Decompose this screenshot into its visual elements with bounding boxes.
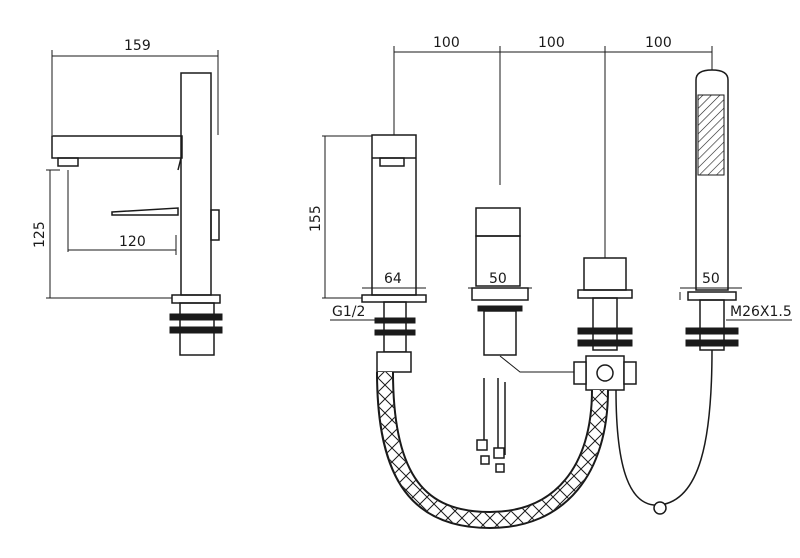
hose-braid [378,371,607,528]
dim-label-spacing-2: 100 [538,35,565,51]
washer [374,329,416,336]
diverter-handle [583,257,627,291]
dim-label-spout-length: 159 [124,38,151,54]
dim-label-thread-shower: M26X1.5 [730,304,792,320]
pipe-fitting [493,447,505,459]
hose-weight [653,501,667,515]
valve-body [475,235,521,287]
shower-base [687,291,737,301]
hose-nut [376,351,412,373]
column-body [180,72,212,296]
side-knob [210,209,220,241]
washer [685,339,739,347]
shower-spray-face [697,94,725,176]
dim-label-base-shower: 50 [702,271,720,287]
base-plate [171,294,221,304]
tee-port [623,361,637,385]
side-view: 159 125 120 [32,38,223,356]
washer [577,327,633,335]
dim-label-reach: 120 [119,234,146,250]
valve-shank [483,310,517,356]
dim-label-spacing-3: 100 [645,35,672,51]
pipe-fitting [480,455,490,465]
pipe-fitting [495,463,505,473]
inlet-shank [383,301,407,353]
column-edge [177,157,182,171]
dim-label-height-left: 125 [32,221,48,248]
diverter-front-view [573,257,637,391]
valve-base-plate [471,287,529,301]
dim-label-spacing-1: 100 [433,35,460,51]
tee-port [573,361,587,385]
dim-label-tap-height: 155 [308,205,324,232]
washer [685,327,739,335]
spout-aerator [57,157,79,167]
hand-shower-view: 50 M26X1.5 [615,69,792,515]
washer [374,317,416,324]
spout-base-plate [361,294,427,303]
spout-body [51,135,183,159]
washer [577,339,633,347]
tee-outlet [596,364,614,382]
dim-label-thread-inlet: G1/2 [332,304,365,320]
spacing-dimensions: 100 100 100 [393,35,713,258]
diverter-base [577,289,633,299]
dim-label-base-valve: 50 [489,271,507,287]
pipe-fitting [476,439,488,451]
valve-front-view: 50 [468,207,575,473]
dim-label-base-spout: 64 [384,271,402,287]
nut-washer [169,313,223,321]
valve-handle [475,207,521,237]
braided-hose [376,371,609,530]
connector-line [499,355,575,373]
shower-handset [695,69,729,291]
lever-handle [111,207,179,216]
spout-front-view: 155 64 G1/2 [308,134,427,373]
supply-pipe [478,378,485,451]
nut-washer [169,326,223,334]
diverter-shank [592,297,618,351]
threaded-shank [179,302,215,356]
spout-outlet [379,157,405,167]
